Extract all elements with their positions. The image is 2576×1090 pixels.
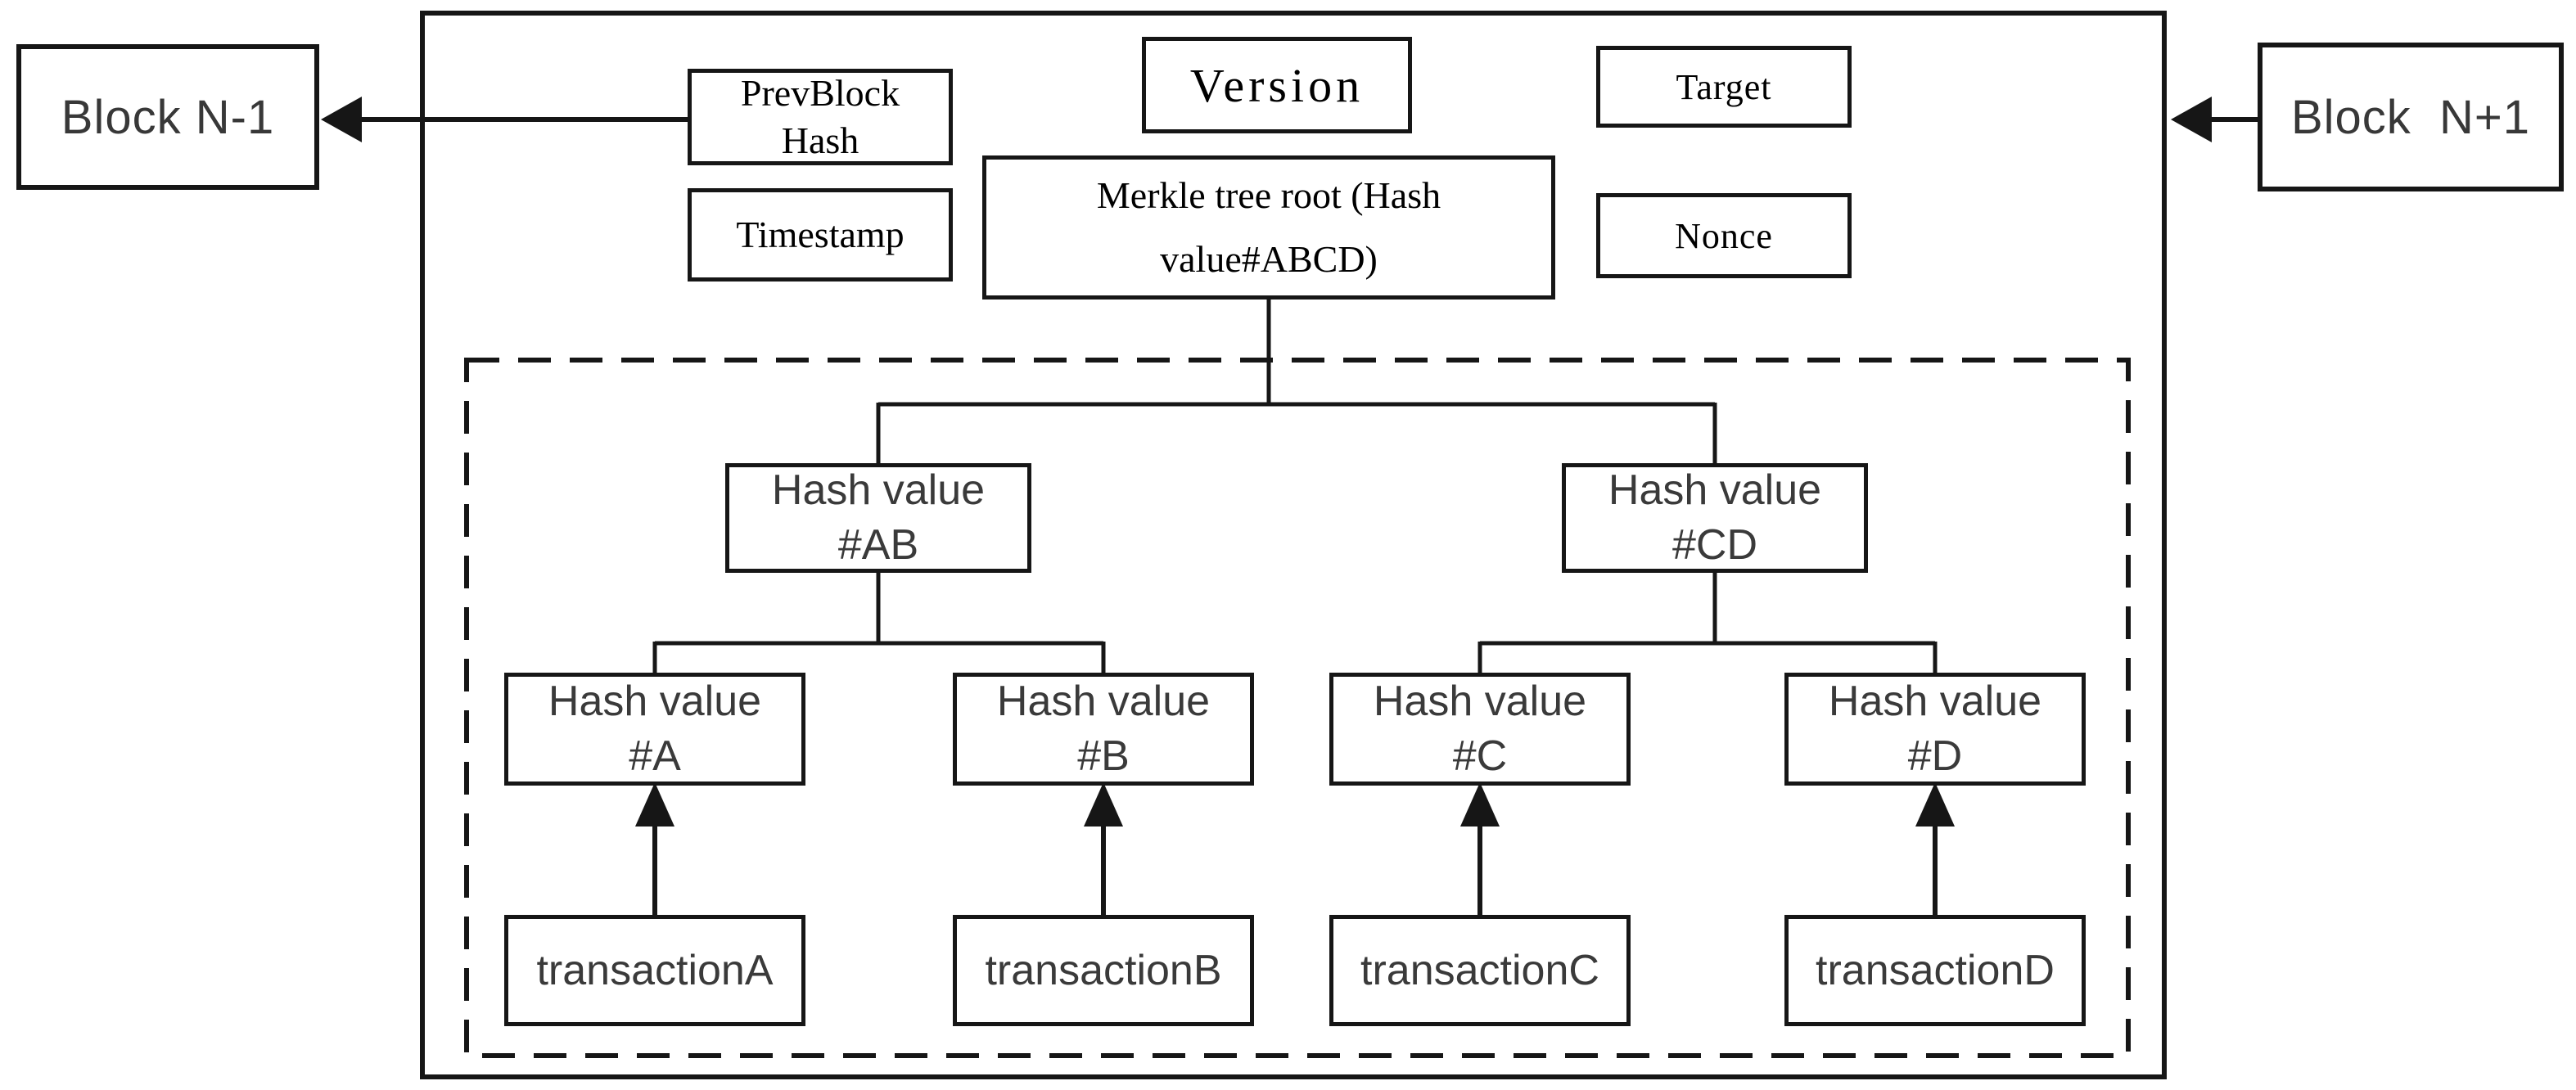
- field-nonce-label: Nonce: [1675, 215, 1773, 256]
- merkle-node-hash-c-line2: #C: [1452, 732, 1508, 780]
- transaction-c-label: transactionC: [1360, 946, 1599, 994]
- field-merkle-root-line1: Merkle tree root (Hash: [1096, 173, 1441, 216]
- transaction-d: transactionD: [1784, 915, 2086, 1026]
- merkle-node-hash-a-line2: #A: [629, 732, 681, 780]
- transaction-a-label: transactionA: [536, 946, 774, 994]
- field-merkle-root-line2: value#ABCD): [1160, 238, 1378, 280]
- arrowhead-up-txd: [1915, 782, 1955, 827]
- field-version-label: Version: [1189, 58, 1365, 112]
- field-prevblock-hash: PrevBlock Hash: [688, 69, 953, 165]
- merkle-node-hash-b-line2: #B: [1077, 732, 1130, 780]
- field-target-label: Target: [1676, 66, 1772, 107]
- field-version: Version: [1142, 37, 1412, 133]
- transaction-d-label: transactionD: [1816, 946, 2055, 994]
- arrowhead-up-txb: [1084, 782, 1123, 827]
- merkle-node-hash-d: Hash value #D: [1784, 673, 2086, 786]
- field-prevblock-hash-line1: PrevBlock: [740, 72, 900, 115]
- arrowhead-left-next-block: [2171, 97, 2212, 142]
- merkle-node-hash-a: Hash value #A: [504, 673, 805, 786]
- transaction-c: transactionC: [1329, 915, 1631, 1026]
- merkle-node-hash-ab-line2: #AB: [837, 521, 919, 569]
- merkle-node-hash-c: Hash value #C: [1329, 673, 1631, 786]
- field-target: Target: [1596, 46, 1852, 128]
- merkle-node-hash-cd: Hash value #CD: [1562, 463, 1868, 573]
- field-nonce: Nonce: [1596, 193, 1852, 278]
- arrowhead-left-prev-block: [321, 97, 362, 142]
- merkle-node-hash-a-line1: Hash value: [548, 678, 762, 726]
- merkle-node-hash-d-line2: #D: [1907, 732, 1963, 780]
- merkle-node-hash-c-line1: Hash value: [1373, 678, 1587, 726]
- main-block-outline: [420, 11, 2167, 1079]
- merkle-node-hash-b-line1: Hash value: [996, 678, 1211, 726]
- merkle-node-hash-d-line1: Hash value: [1828, 678, 2042, 726]
- transaction-b: transactionB: [953, 915, 1254, 1026]
- merkle-node-hash-cd-line1: Hash value: [1608, 466, 1822, 515]
- block-n-minus-1: Block N-1: [16, 44, 319, 190]
- arrowhead-up-txc: [1460, 782, 1500, 827]
- merkle-node-hash-ab-line1: Hash value: [771, 466, 986, 515]
- transaction-b-label: transactionB: [985, 946, 1222, 994]
- merkle-node-hash-cd-line2: #CD: [1671, 521, 1758, 569]
- transaction-a: transactionA: [504, 915, 805, 1026]
- block-n-plus-1: Block N+1: [2258, 43, 2564, 191]
- block-n-minus-1-label: Block N-1: [61, 90, 275, 144]
- merkle-node-hash-b: Hash value #B: [953, 673, 1254, 786]
- merkle-area-dashed-outline: [464, 358, 2131, 1058]
- merkle-node-hash-ab: Hash value #AB: [725, 463, 1031, 573]
- field-prevblock-hash-line2: Hash: [781, 119, 859, 161]
- field-merkle-root: Merkle tree root (Hash value#ABCD): [982, 155, 1555, 300]
- arrowhead-up-txa: [635, 782, 674, 827]
- block-n-plus-1-label: Block N+1: [2290, 90, 2531, 144]
- field-timestamp-label: Timestamp: [736, 214, 905, 256]
- field-timestamp: Timestamp: [688, 188, 953, 282]
